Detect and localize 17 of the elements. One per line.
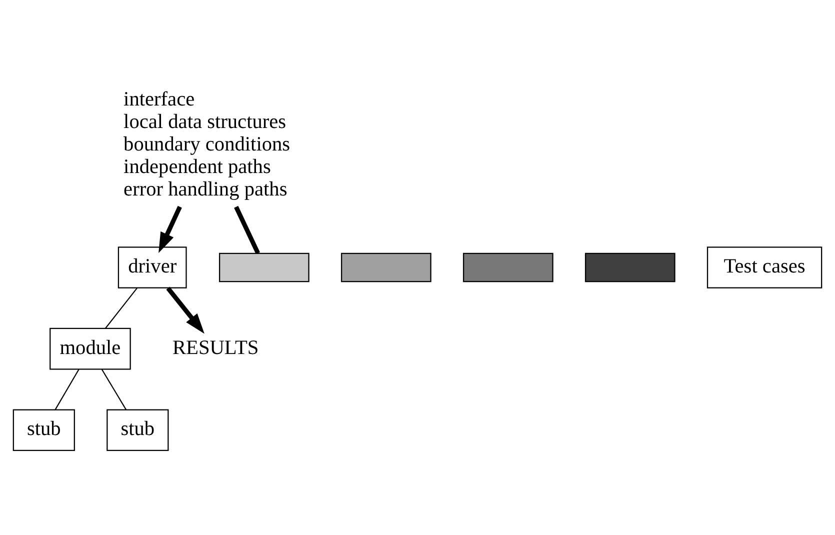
connector [101, 369, 127, 410]
node-box [584, 252, 676, 282]
node-box: module [50, 328, 131, 370]
node-box: driver [118, 246, 187, 288]
node-box [462, 252, 554, 282]
node-box [218, 252, 310, 282]
arrow [158, 206, 182, 253]
connector [104, 288, 138, 329]
node-box: stub [106, 409, 169, 452]
node-text: RESULTS [172, 336, 259, 359]
arrow [166, 286, 204, 334]
connector [54, 369, 80, 410]
node-text: interface local data structures boundary conditions independent paths error handling paths [124, 88, 290, 201]
node-box: stub [12, 409, 75, 452]
node-box [340, 252, 432, 282]
connector [234, 206, 260, 254]
node-box: Test cases [706, 246, 822, 288]
